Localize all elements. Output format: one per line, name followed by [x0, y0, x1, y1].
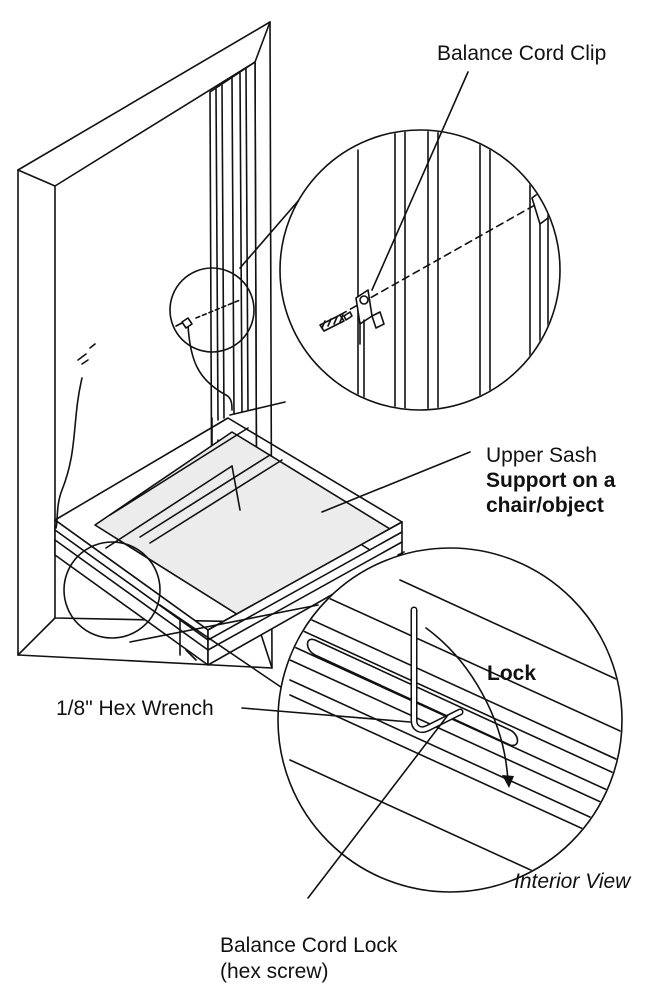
magnified-lock-view [277, 547, 623, 893]
interior-view-label: Interior View [514, 870, 631, 893]
balance-cords [55, 324, 233, 529]
support-label-line1: Support on a [486, 469, 616, 492]
leader-cord-lock [307, 714, 449, 899]
support-label-line2: chair/object [486, 494, 604, 517]
leader-clip [371, 71, 469, 291]
hex-wrench-label: 1/8" Hex Wrench [56, 697, 214, 720]
magnified-clip-view [279, 129, 561, 411]
detail-circle-bottom [63, 541, 161, 639]
leader-hex-wrench [241, 707, 411, 723]
lock-label: Lock [487, 662, 537, 685]
upper-sash-label: Upper Sash [486, 444, 597, 467]
balance-cord-clip-label: Balance Cord Clip [437, 42, 607, 65]
upper-sash [54, 417, 403, 666]
cord-lock-label-line2: (hex screw) [220, 960, 329, 983]
detail-circle-top [169, 267, 255, 353]
small-clip [175, 299, 241, 329]
leader-upper-sash [321, 451, 471, 513]
cord-lock-label-line1: Balance Cord Lock [220, 934, 398, 957]
